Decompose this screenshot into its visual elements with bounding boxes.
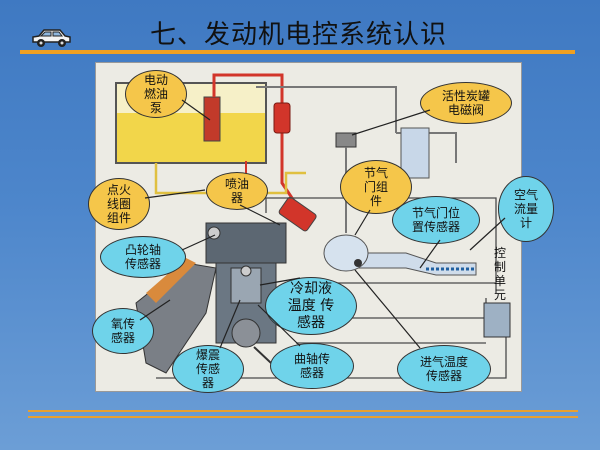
callout-iat-sensor: 进气温度 传感器 bbox=[397, 345, 491, 393]
callout-fuel-pump: 电动 燃油 泵 bbox=[125, 70, 187, 118]
fuel-filter bbox=[273, 102, 291, 134]
plenum bbox=[323, 234, 369, 272]
footer-rule-2 bbox=[28, 416, 578, 418]
callout-crank-sensor: 曲轴传 感器 bbox=[270, 343, 354, 389]
fuel-pump-body bbox=[203, 96, 221, 142]
page-title: 七、发动机电控系统认识 bbox=[150, 20, 448, 50]
callout-maf: 空气 流量 计 bbox=[498, 176, 554, 242]
callout-tps: 节气门位 置传感器 bbox=[392, 196, 480, 244]
charcoal-canister bbox=[400, 127, 430, 179]
callout-knock-sensor: 爆震 传感 器 bbox=[172, 345, 244, 393]
callout-ignition-coil: 点火 线圈 组件 bbox=[88, 178, 150, 230]
footer-rule-1 bbox=[28, 410, 578, 412]
callout-cam-sensor: 凸轮轴 传感器 bbox=[100, 236, 186, 278]
ecu-box bbox=[483, 302, 511, 338]
callout-canister-valve: 活性炭罐 电磁阀 bbox=[420, 82, 512, 124]
label-ecu: 控 制 单 元 bbox=[493, 246, 506, 302]
callout-injector: 喷油 器 bbox=[206, 172, 268, 210]
car-icon bbox=[32, 29, 71, 47]
title-rule bbox=[20, 50, 575, 54]
injector-body bbox=[278, 196, 317, 232]
callout-coolant-sensor: 冷却液 温度 传 感器 bbox=[265, 277, 357, 335]
callout-o2-sensor: 氧传 感器 bbox=[92, 308, 154, 354]
crankshaft bbox=[231, 318, 261, 348]
